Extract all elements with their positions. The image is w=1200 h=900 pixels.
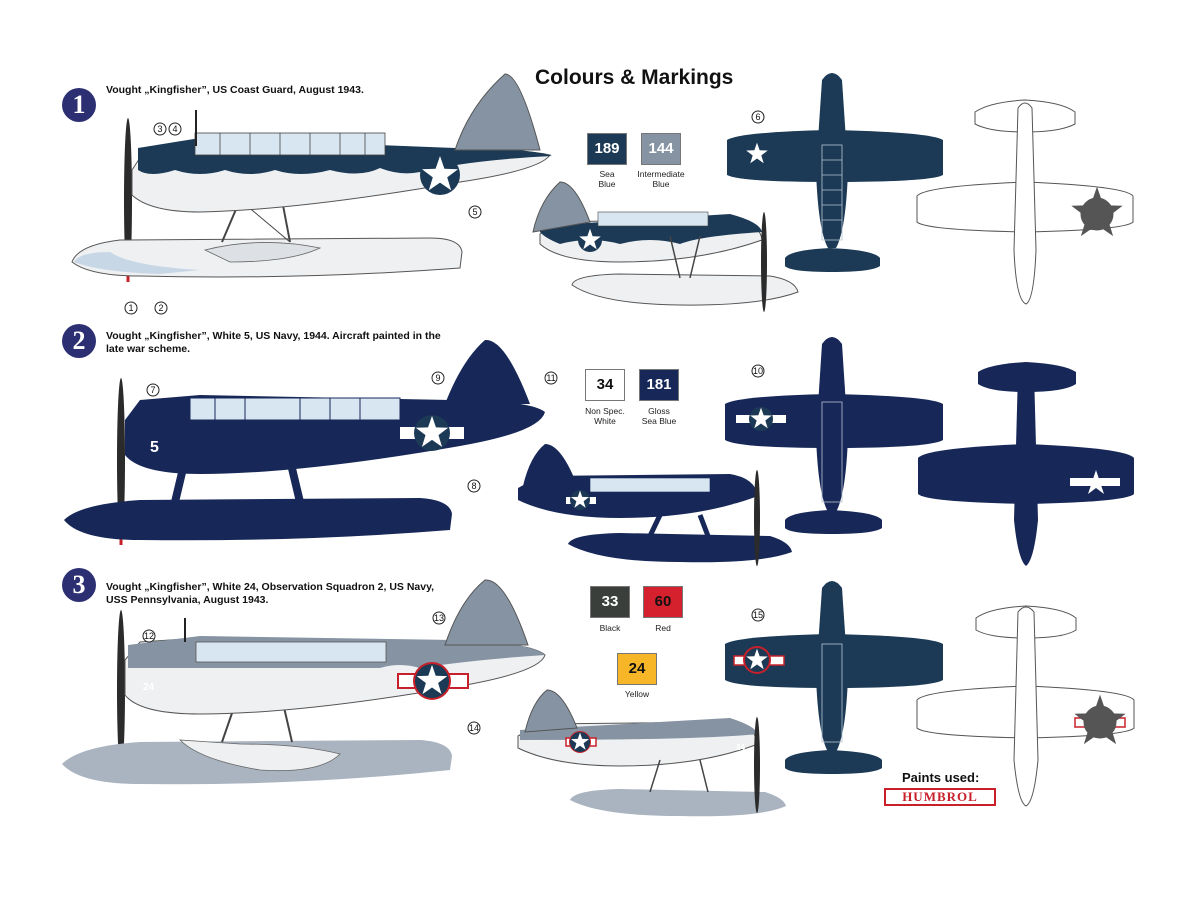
- scheme-2-side-code: 5: [150, 439, 159, 456]
- scheme-3-side-code: 24: [143, 682, 155, 693]
- scheme-1-description: Vought „Kingfisher”, US Coast Guard, Aug…: [106, 84, 364, 97]
- callout-1-label: 1: [128, 303, 133, 313]
- swatch-144-name-line-2: Blue: [652, 179, 670, 189]
- scheme-1-side-view: [71, 73, 552, 282]
- callout-8: [467, 479, 481, 493]
- swatch-24: 24: [617, 653, 657, 685]
- callout-labels: 1 2 3 4 5 6 7 8 9 10 11 12 13 14 15: [128, 112, 763, 733]
- callout-3-label: 3: [157, 124, 162, 134]
- swatch-60-name: Red: [628, 623, 698, 633]
- scheme-3-desc-line-1: Vought „Kingfisher”, White 24, Observati…: [106, 581, 435, 593]
- callout-12-label: 12: [144, 631, 154, 641]
- swatch-33-name: Black: [575, 623, 645, 633]
- callout-7-label: 7: [150, 385, 155, 395]
- callout-6-label: 6: [755, 112, 760, 122]
- scheme-3-side-view: 24: [62, 579, 546, 785]
- callout-4-label: 4: [172, 124, 177, 134]
- swatch-34: 34: [585, 369, 625, 401]
- callout-7: [146, 383, 160, 397]
- callout-14: [467, 721, 481, 735]
- swatch-189-name: Sea Blue: [572, 169, 642, 189]
- scheme-3-desc-line-2: USS Pennsylvania, August 1943.: [106, 594, 269, 606]
- scheme-2-badge: 2: [62, 324, 96, 358]
- swatch-34-name: Non Spec. White: [570, 406, 640, 426]
- scheme-2-small-code: 5: [733, 502, 739, 514]
- callout-6: [751, 110, 765, 124]
- swatch-181-name: Gloss Sea Blue: [624, 406, 694, 426]
- scheme-1-desc-line-1: Vought „Kingfisher”, US Coast Guard, Aug…: [106, 84, 364, 96]
- swatch-144: 144: [641, 133, 681, 165]
- scheme-2-side-view: 5: [64, 339, 545, 545]
- scheme-3-top-view: [725, 581, 943, 774]
- callout-10: [751, 364, 765, 378]
- swatch-144-name: Intermediate Blue: [626, 169, 696, 189]
- paints-used-label: Paints used:: [902, 770, 980, 785]
- scheme-1-top-view: [727, 73, 943, 272]
- callout-15: [751, 608, 765, 622]
- swatch-24-name: Yellow: [602, 689, 672, 699]
- callout-8-label: 8: [471, 481, 476, 491]
- scheme-1-badge: 1: [62, 88, 96, 122]
- swatch-189: 189: [587, 133, 627, 165]
- callout-14-label: 14: [469, 723, 479, 733]
- scheme-1-underside-view: [916, 99, 1134, 305]
- callout-13-label: 13: [434, 613, 444, 623]
- swatch-60: 60: [643, 586, 683, 618]
- scheme-2-small-side-view: 5: [518, 444, 792, 566]
- scheme-3-badge: 3: [62, 568, 96, 602]
- callout-13: [432, 611, 446, 625]
- callout-5: [468, 205, 482, 219]
- callout-9: [431, 371, 445, 385]
- scheme-3-underside-view: [916, 605, 1135, 807]
- scheme-2-desc-line-1: Vought „Kingfisher”, White 5, US Navy, 1…: [106, 330, 441, 342]
- swatch-34-name-line-2: White: [594, 416, 616, 426]
- swatch-24-name-line-1: Yellow: [624, 689, 650, 699]
- callout-1: [124, 301, 138, 315]
- scheme-2-desc-line-2: late war scheme.: [106, 343, 191, 355]
- swatch-144-name-line-1: Intermediate: [637, 169, 685, 179]
- humbrol-logo: HUMBROL: [884, 788, 996, 806]
- swatch-181: 181: [639, 369, 679, 401]
- swatch-181-name-line-2: Sea Blue: [641, 416, 677, 426]
- swatch-189-name-line-2: Blue: [598, 179, 616, 189]
- scheme-3-description: Vought „Kingfisher”, White 24, Observati…: [106, 581, 434, 607]
- swatch-181-name-line-1: Gloss: [648, 406, 670, 416]
- callout-15-label: 15: [753, 610, 763, 620]
- callout-11: [544, 371, 558, 385]
- page-title: Colours & Markings: [535, 66, 734, 89]
- callout-2: [154, 301, 168, 315]
- swatch-60-name-line-1: Red: [655, 623, 671, 633]
- scheme-3-small-code: 24: [736, 743, 745, 752]
- callout-10-label: 10: [753, 366, 763, 376]
- swatch-33-name-line-1: Black: [599, 623, 621, 633]
- callout-12: [142, 629, 156, 643]
- callout-3: [153, 122, 167, 136]
- swatch-189-name-line-1: Sea: [599, 169, 615, 179]
- callouts: [124, 110, 765, 735]
- callout-4: [168, 122, 182, 136]
- scheme-1-small-side-view: [532, 181, 799, 312]
- scheme-2-description: Vought „Kingfisher”, White 5, US Navy, 1…: [106, 330, 441, 356]
- scheme-2-top-view: [725, 337, 943, 534]
- swatch-33: 33: [590, 586, 630, 618]
- scheme-3-small-side-view: 24: [517, 689, 786, 817]
- callout-11-label: 11: [546, 373, 555, 383]
- callout-9-label: 9: [435, 373, 440, 383]
- swatch-34-name-line-1: Non Spec.: [585, 406, 625, 416]
- callout-2-label: 2: [158, 303, 163, 313]
- scheme-2-underside-view: [918, 362, 1134, 566]
- callout-5-label: 5: [472, 207, 477, 217]
